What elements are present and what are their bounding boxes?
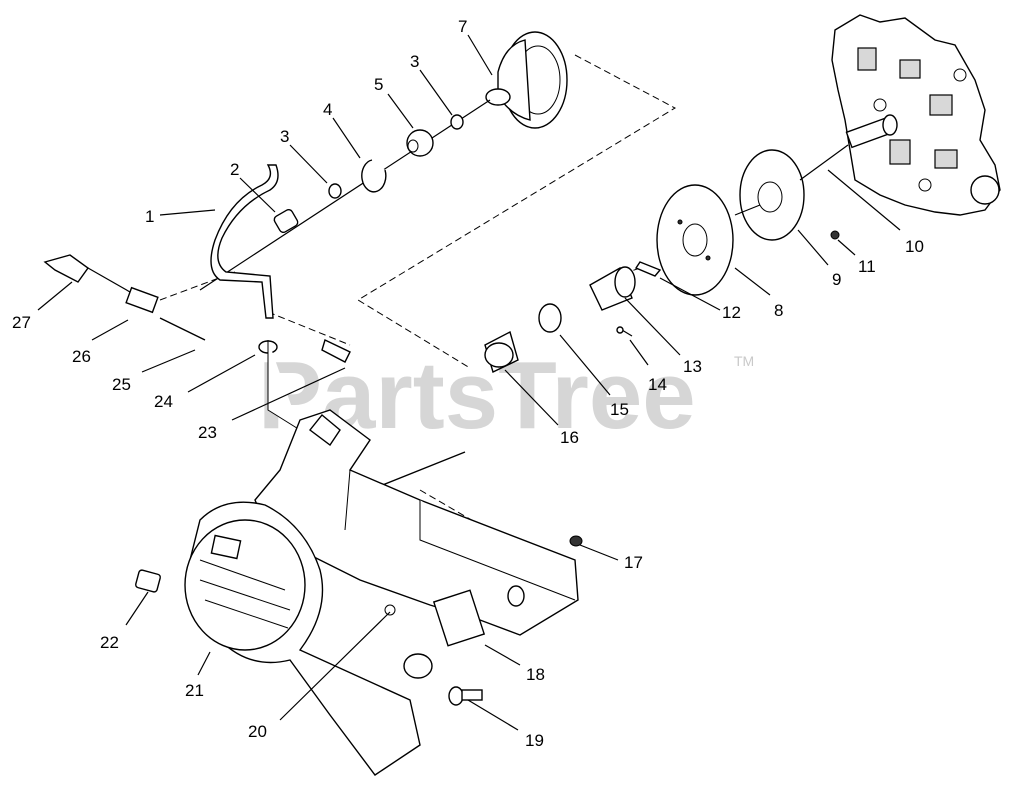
callout-8: 8 [774, 301, 783, 320]
drive-pulley [485, 31, 568, 129]
nut [830, 230, 840, 240]
callout-10: 10 [905, 237, 924, 256]
callout-18: 18 [526, 665, 545, 684]
cotter-pin [159, 317, 206, 341]
cap [135, 569, 161, 593]
transmission-housing [831, 14, 1001, 216]
spring-clip [43, 254, 89, 283]
callout-7: 7 [458, 17, 467, 36]
callout-1: 1 [145, 207, 154, 226]
bracket-line [267, 340, 301, 431]
spacer [589, 266, 636, 311]
callout-labels: 1 2 3 3 4 5 7 8 9 10 11 12 13 14 15 16 1… [12, 17, 924, 750]
lock-nut [569, 535, 583, 547]
sleeve [484, 330, 519, 373]
callout-9: 9 [832, 270, 841, 289]
callout-11: 11 [858, 257, 876, 276]
callout-2: 2 [230, 160, 239, 179]
callout-23: 23 [198, 423, 217, 442]
callout-16: 16 [560, 428, 579, 447]
mount-tab [321, 339, 351, 363]
callout-20: 20 [248, 722, 267, 741]
key [634, 261, 662, 277]
callout-14: 14 [648, 375, 667, 394]
pivot-bracket [125, 286, 159, 314]
chute-housing [184, 501, 421, 776]
frame-assembly [254, 409, 579, 647]
callout-12: 12 [722, 303, 741, 322]
callout-15: 15 [610, 400, 629, 419]
carriage-bolt [448, 686, 483, 706]
leader-lines [37, 34, 901, 731]
washer-upper [450, 114, 464, 130]
driven-pulley [656, 184, 734, 296]
callout-3a: 3 [280, 127, 289, 146]
callout-26: 26 [72, 347, 91, 366]
callout-13: 13 [683, 357, 702, 376]
knob [403, 653, 433, 679]
bent-rod [210, 164, 279, 319]
callout-5: 5 [374, 75, 383, 94]
callout-21: 21 [185, 681, 204, 700]
callout-27: 27 [12, 313, 31, 332]
callout-17: 17 [624, 553, 643, 572]
callout-19: 19 [525, 731, 544, 750]
callout-24: 24 [154, 392, 173, 411]
bushing [273, 208, 299, 234]
thrust-washer [538, 303, 562, 333]
shaft-line [199, 99, 491, 291]
bearing [406, 129, 434, 157]
callout-3b: 3 [410, 52, 419, 71]
retaining-ring [361, 159, 387, 193]
set-screw [616, 326, 633, 337]
callout-4: 4 [323, 100, 332, 119]
callout-25: 25 [112, 375, 131, 394]
idler-pulley [739, 149, 805, 241]
washer-lower [328, 183, 342, 199]
callout-22: 22 [100, 633, 119, 652]
watermark-trademark: TM [734, 353, 754, 369]
